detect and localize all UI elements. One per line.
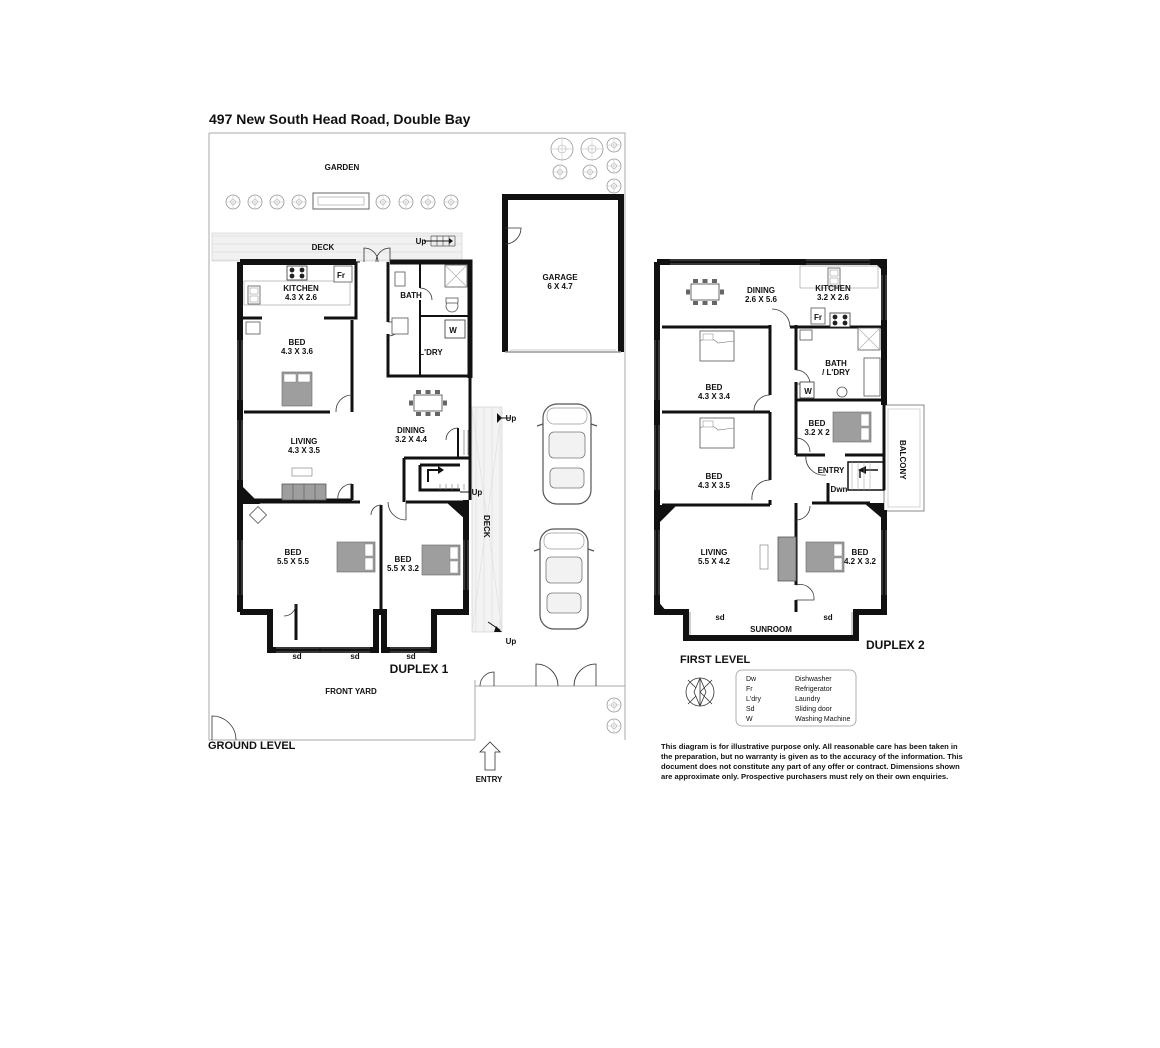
duplex2-label: DUPLEX 2 (866, 638, 925, 652)
garden-label: GARDEN (325, 163, 360, 172)
legend-abbr: Dw (746, 676, 757, 683)
legend-meaning: Washing Machine (795, 716, 850, 723)
legend-abbr: Fr (746, 686, 753, 693)
fl-fridge-label: Fr (814, 313, 822, 322)
bed3-label: BED (395, 555, 412, 564)
legend-box (735, 669, 857, 727)
fl-bath-sub: / L'DRY (822, 368, 850, 377)
living-size: 4.3 X 3.5 (288, 446, 321, 455)
fridge-label: Fr (337, 271, 345, 280)
deck-side-label: DECK (482, 515, 491, 538)
legend-abbr: Sd (746, 706, 755, 713)
legend-meaning: Dishwasher (795, 676, 832, 683)
deck-label: DECK (312, 243, 335, 252)
disclaimer: This diagram is for illustrative purpose… (661, 742, 963, 781)
kitchen-size: 4.3 X 2.6 (285, 293, 318, 302)
bath-label: BATH (400, 291, 422, 300)
legend-meaning: Sliding door (795, 706, 833, 713)
first-level-plan (654, 259, 925, 641)
fl-bed2-size: 3.2 X 2 (804, 428, 830, 437)
up-label: Up (416, 237, 427, 246)
dining-label: DINING (397, 426, 425, 435)
up-label-stairs: Up (472, 488, 483, 497)
fl-bed2-label: BED (809, 419, 826, 428)
up-label-front: Up (506, 637, 517, 646)
legend: Dw Dishwasher Fr Refrigerator L'dry Laun… (746, 676, 850, 723)
front-yard-label: FRONT YARD (325, 687, 377, 696)
bed2-label: BED (285, 548, 302, 557)
fl-down-label: Dwn (831, 485, 848, 494)
fl-bed3-size: 4.3 X 3.5 (698, 481, 731, 490)
fl-bed1-size: 4.3 X 3.4 (698, 392, 731, 401)
fl-dining-label: DINING (747, 286, 775, 295)
plan-title: 497 New South Head Road, Double Bay (209, 111, 471, 127)
sd-label-3: sd (406, 652, 415, 661)
legend-abbr: L'dry (746, 696, 761, 703)
compass-icon (685, 677, 715, 707)
disclaimer-line: the preparation, but no warranty is give… (661, 752, 963, 761)
legend-abbr: W (746, 716, 753, 723)
fl-bath-label: BATH (825, 359, 847, 368)
fl-entry-label: ENTRY (818, 466, 845, 475)
first-level-caption: FIRST LEVEL (680, 654, 751, 666)
fl-sd-label-1: sd (715, 613, 724, 622)
fl-bed4-size: 4.2 X 3.2 (844, 557, 877, 566)
entry-label: ENTRY (476, 775, 503, 784)
garage-label: GARAGE (542, 273, 578, 282)
fl-sd-label-2: sd (823, 613, 832, 622)
fl-bed4-label: BED (852, 548, 869, 557)
ground-level-caption: GROUND LEVEL (208, 740, 296, 752)
fl-living-label: LIVING (701, 548, 728, 557)
disclaimer-line: are approximate only. Prospective purcha… (661, 772, 948, 781)
garage-size: 6 X 4.7 (547, 282, 573, 291)
sd-label-2: sd (350, 652, 359, 661)
fl-washer-label: W (804, 387, 812, 396)
kitchen-label: KITCHEN (283, 284, 319, 293)
dining-size: 3.2 X 4.4 (395, 435, 428, 444)
fl-kitchen-size: 3.2 X 2.6 (817, 293, 850, 302)
living-label: LIVING (291, 437, 318, 446)
sd-label-1: sd (292, 652, 301, 661)
bed3-size: 5.5 X 3.2 (387, 564, 420, 573)
bed1-label: BED (289, 338, 306, 347)
laundry-label: L'DRY (419, 348, 443, 357)
up-label-deck: Up (506, 414, 517, 423)
fl-bed3-label: BED (706, 472, 723, 481)
sunroom-label: SUNROOM (750, 625, 792, 634)
legend-meaning: Refrigerator (795, 686, 833, 693)
bed1-size: 4.3 X 3.6 (281, 347, 314, 356)
ground-level-plan (208, 132, 626, 771)
fl-bed1-label: BED (706, 383, 723, 392)
duplex1-label: DUPLEX 1 (390, 662, 449, 676)
balcony-label: BALCONY (898, 440, 907, 480)
fl-kitchen-label: KITCHEN (815, 284, 851, 293)
bed2-size: 5.5 X 5.5 (277, 557, 310, 566)
legend-meaning: Laundry (795, 696, 821, 703)
fl-dining-size: 2.6 X 5.6 (745, 295, 778, 304)
washer-label: W (449, 326, 457, 335)
disclaimer-line: This diagram is for illustrative purpose… (661, 742, 958, 751)
disclaimer-line: document does not constitute any part of… (661, 762, 960, 771)
fl-living-size: 5.5 X 4.2 (698, 557, 731, 566)
